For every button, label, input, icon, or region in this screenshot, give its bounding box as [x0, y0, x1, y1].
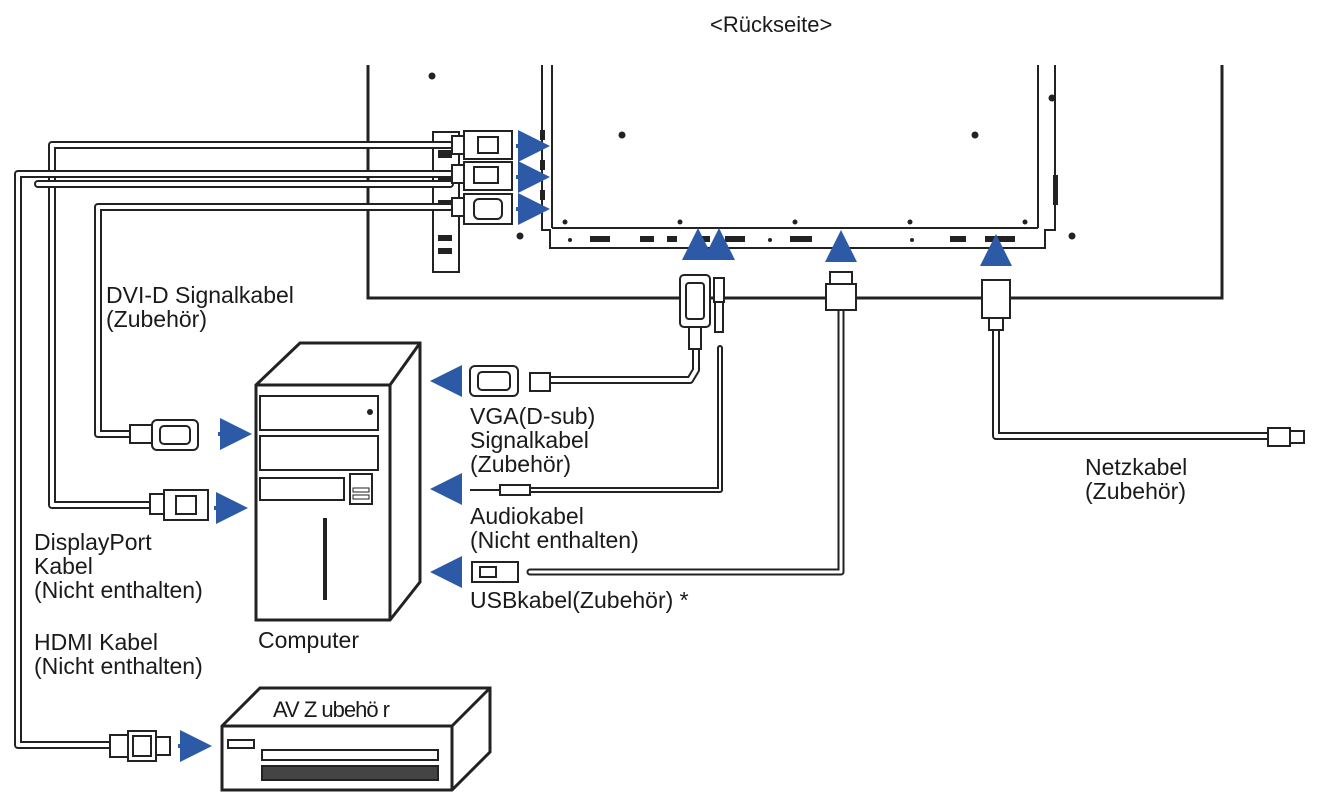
power-label-line-1: Netzkabel	[1085, 454, 1188, 480]
displayport-cable-label: DisplayPort Kabel (Nicht enthalten)	[34, 530, 203, 602]
page-title: <Rückseite>	[710, 12, 833, 37]
audio-label-line-2: (Nicht enthalten)	[470, 527, 639, 553]
displayport-label-line-2: Kabel	[34, 553, 93, 579]
monitor-screws	[428, 72, 1076, 242]
av-side-connector	[109, 730, 171, 762]
vga-cable-label: VGA(D-sub) Signalkabel (Zubehör)	[470, 404, 595, 476]
hdmi-label-line-1: HDMI Kabel	[34, 629, 158, 655]
displayport-label-line-1: DisplayPort	[34, 529, 152, 555]
computer-tower	[254, 341, 422, 622]
computer-label: Computer	[258, 627, 359, 653]
direction-arrows	[178, 130, 1012, 762]
av-device-label: AV Z ubehö r	[273, 697, 390, 722]
monitor-side-connectors	[451, 130, 513, 225]
hdmi-cable-label: HDMI Kabel (Nicht enthalten)	[34, 630, 203, 678]
usb-cable-label: USBkabel(Zubehör) *	[470, 587, 689, 613]
power-cable-label: Netzkabel (Zubehör)	[1085, 455, 1187, 503]
displayport-label-line-3: (Nicht enthalten)	[34, 577, 203, 603]
dvi-label-line-1: DVI-D Signalkabel	[106, 282, 294, 308]
audio-label-line-1: Audiokabel	[470, 503, 584, 529]
audio-cable-label: Audiokabel (Nicht enthalten)	[470, 504, 639, 552]
power-label-line-2: (Zubehör)	[1085, 478, 1186, 504]
vga-label-line-1: VGA(D-sub)	[470, 403, 596, 429]
vga-label-line-2: Signalkabel	[470, 427, 589, 453]
dvi-cable-label: DVI-D Signalkabel (Zubehör)	[106, 283, 294, 331]
monitor-inner-panel	[541, 65, 1056, 249]
vga-label-line-3: (Zubehör)	[470, 451, 571, 477]
side-edge-marks	[540, 130, 1058, 205]
bottom-port-strip	[590, 236, 1015, 242]
hdmi-label-line-2: (Nicht enthalten)	[34, 653, 203, 679]
bottom-side-connectors	[679, 271, 1011, 350]
cables	[14, 141, 1272, 749]
dvi-label-line-2: (Zubehör)	[106, 306, 207, 332]
computer-side-connectors	[129, 365, 1305, 583]
av-device	[220, 686, 492, 792]
